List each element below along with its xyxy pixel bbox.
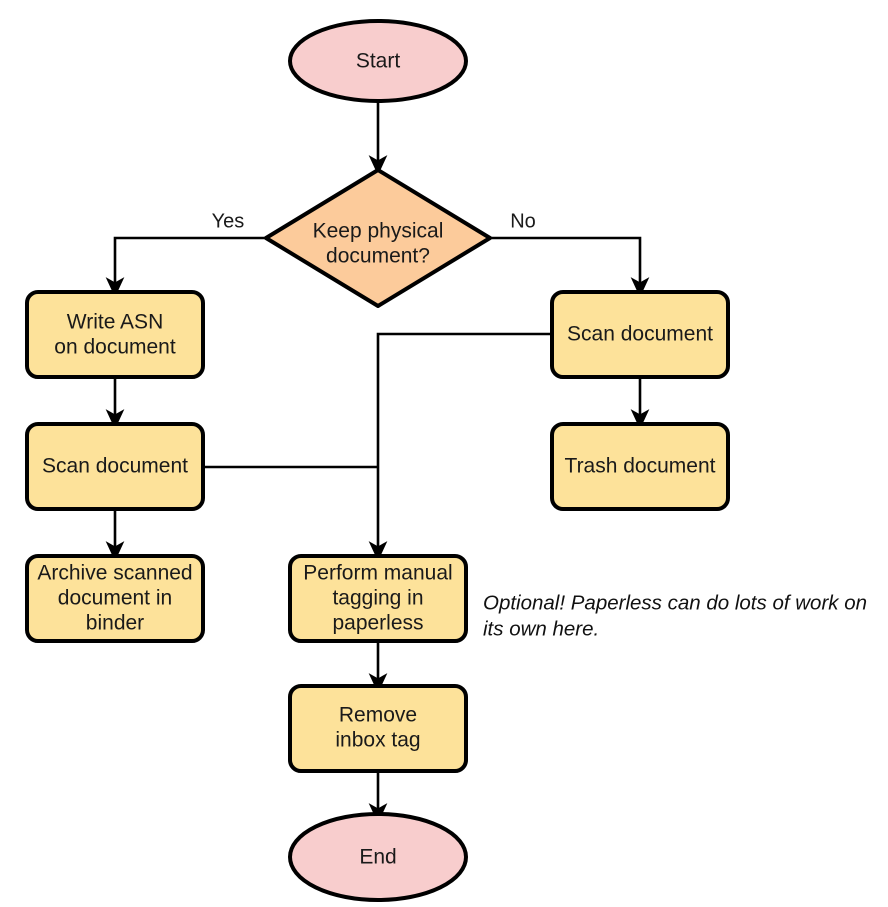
manual-tagging-label-line2: tagging in [332, 587, 423, 610]
edge-scan-right-to-manual-tagging [368, 332, 552, 562]
trash-document-label: Trash document [565, 455, 716, 478]
node-remove-inbox-tag[interactable]: Remove inbox tag [288, 684, 468, 773]
start-ellipse [288, 19, 468, 103]
edge-label-no: No [510, 210, 536, 232]
decision-diamond [264, 168, 492, 308]
node-decision-keep-physical-document[interactable]: Keep physical document? [264, 168, 492, 308]
scan-document-right-box [550, 290, 730, 379]
remove-inbox-label-line2: inbox tag [335, 729, 420, 752]
archive-label-line3: binder [86, 612, 144, 635]
node-scan-document-left[interactable]: Scan document [25, 422, 205, 511]
node-trash-document[interactable]: Trash document [550, 422, 730, 511]
remove-inbox-label-line1: Remove [339, 704, 417, 727]
manual-tagging-label-line3: paperless [332, 612, 423, 635]
decision-label-line2: document? [326, 245, 430, 268]
archive-box [25, 554, 205, 643]
manual-tagging-box [288, 554, 468, 643]
node-write-asn-on-document[interactable]: Write ASN on document [25, 290, 205, 379]
edge-label-yes: Yes [212, 210, 245, 232]
node-scan-document-right[interactable]: Scan document [550, 290, 730, 379]
start-label: Start [356, 50, 401, 73]
decision-label-line1: Keep physical [313, 220, 444, 243]
node-archive-scanned-document[interactable]: Archive scanned document in binder [25, 554, 205, 643]
edge-decision-yes-to-write-asn [105, 236, 265, 298]
write-asn-label-line2: on document [54, 336, 176, 359]
write-asn-label-line1: Write ASN [67, 311, 163, 334]
archive-label-line2: document in [58, 587, 172, 610]
node-perform-manual-tagging[interactable]: Perform manual tagging in paperless [288, 554, 468, 643]
end-label: End [359, 846, 396, 869]
remove-inbox-tag-box [288, 684, 468, 773]
scan-document-right-label: Scan document [567, 323, 713, 346]
annotation-note: Optional! Paperless can do lots of work … [483, 591, 867, 640]
trash-document-box [550, 422, 730, 511]
node-start[interactable]: Start [288, 19, 468, 103]
scan-document-left-label: Scan document [42, 455, 188, 478]
annotation-line1: Optional! Paperless can do lots of work … [483, 591, 867, 614]
archive-label-line1: Archive scanned [37, 562, 192, 585]
edge-decision-no-to-scan-right [490, 236, 650, 298]
annotation-line2: its own here. [483, 617, 599, 640]
node-end[interactable]: End [288, 812, 468, 902]
end-ellipse [288, 812, 468, 902]
scan-document-left-box [25, 422, 205, 511]
write-asn-box [25, 290, 205, 379]
manual-tagging-label-line1: Perform manual [303, 562, 452, 585]
